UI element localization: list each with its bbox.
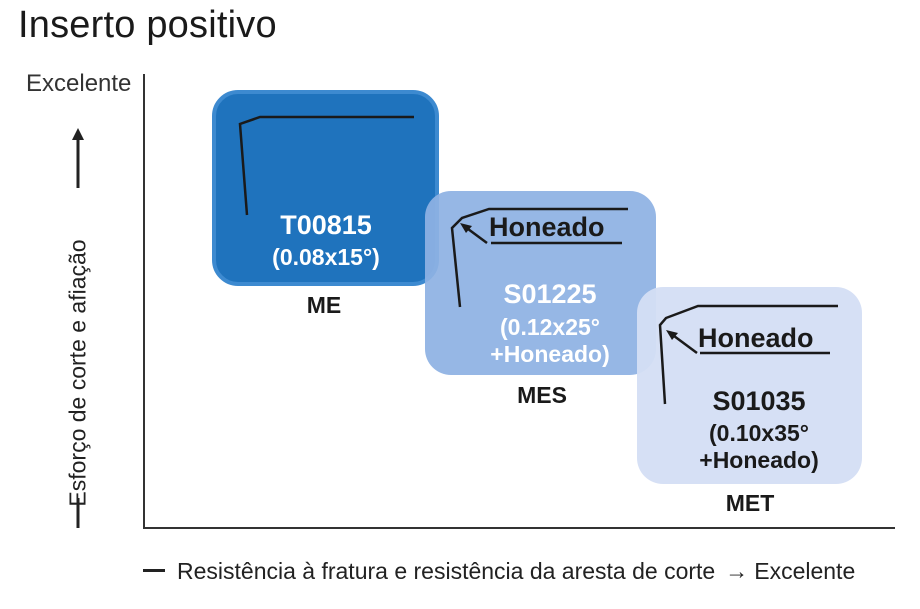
y-axis-arrow-icon xyxy=(72,128,84,528)
honed-label-met: Honeado xyxy=(698,323,814,353)
insert-box-me xyxy=(212,90,439,286)
insert-spec-mes-line2: +Honeado) xyxy=(490,341,610,367)
y-axis-excellent-label: Excelente xyxy=(26,70,132,97)
insert-code-mes: S01225 xyxy=(503,279,597,309)
y-axis-title-group: Esforço de corte e afiação xyxy=(58,128,98,530)
insert-name-mes: MES xyxy=(517,382,567,408)
x-axis-excellent-label: Excelente xyxy=(754,558,856,584)
x-axis-line xyxy=(143,527,895,529)
insert-spec-met: (0.10x35° +Honeado) xyxy=(699,420,818,474)
insert-code-met: S01035 xyxy=(712,386,806,416)
insert-spec-mes: (0.12x25° +Honeado) xyxy=(490,314,609,368)
insert-spec-me: (0.08x15°) xyxy=(272,244,380,270)
edge-profile-met-icon xyxy=(658,304,838,405)
insert-code-me: T00815 xyxy=(280,210,372,240)
x-axis-dash-icon xyxy=(143,569,165,573)
x-axis-arrow-icon: → xyxy=(725,558,749,584)
x-axis-title: Resistência à fratura e resistência da a… xyxy=(177,558,716,584)
insert-spec-met-line2: +Honeado) xyxy=(699,447,819,473)
y-axis-line xyxy=(143,74,145,529)
x-axis-title-group: Resistência à fratura e resistência da a… xyxy=(143,558,855,585)
insert-name-me: ME xyxy=(306,292,342,318)
insert-name-met: MET xyxy=(725,490,775,516)
insert-spec-met-line1: (0.10x35° xyxy=(708,420,809,446)
edge-profile-me-icon xyxy=(238,115,414,216)
edge-profile-mes-icon xyxy=(450,207,628,308)
honed-label-mes: Honeado xyxy=(489,212,605,242)
insert-box-met xyxy=(637,287,862,484)
insert-spec-mes-line1: (0.12x25° xyxy=(499,314,600,340)
insert-box-mes xyxy=(425,191,656,375)
page-title: Inserto positivo xyxy=(18,4,277,46)
